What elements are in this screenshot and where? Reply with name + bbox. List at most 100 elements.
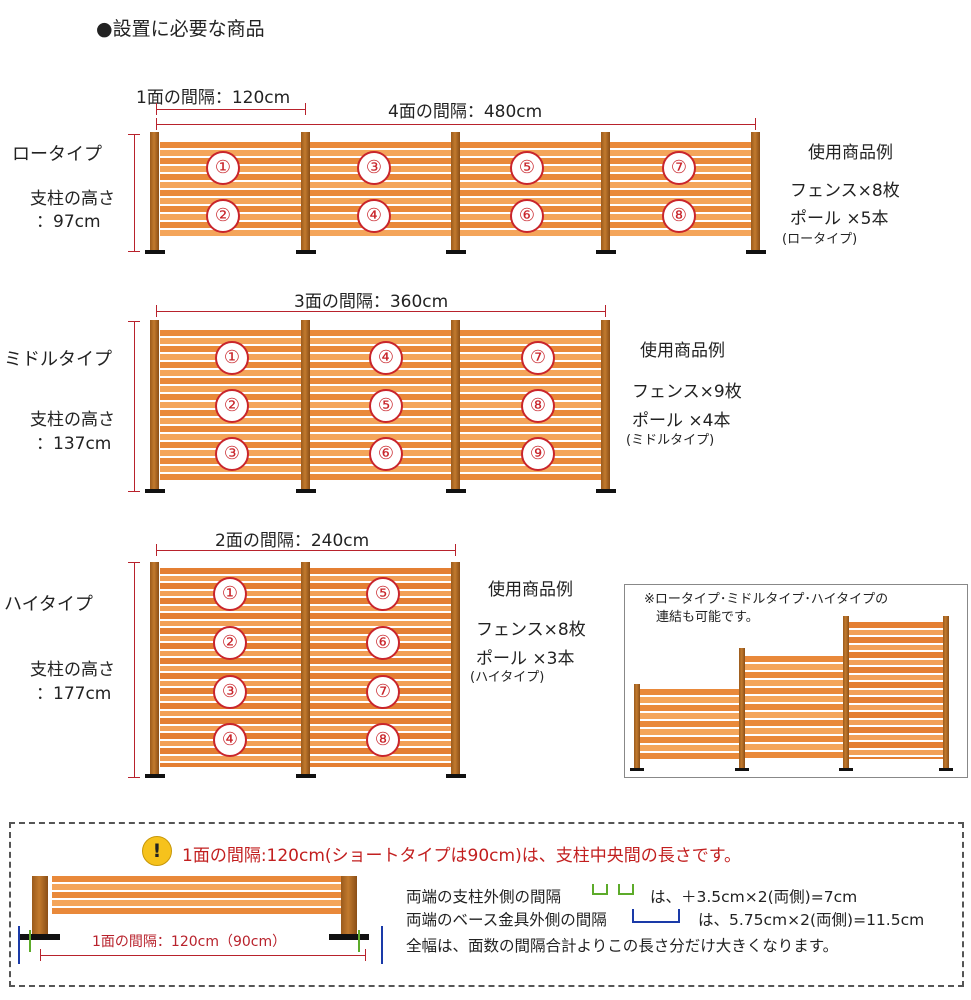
middle-post xyxy=(601,320,610,492)
panel-number: ④ xyxy=(357,199,391,233)
low-post-base xyxy=(596,250,616,254)
high-pole-count: ポール ×3本 xyxy=(476,649,575,669)
middle-span-total: 3面の間隔：360cm xyxy=(294,292,449,312)
panel-number: ⑧ xyxy=(366,723,400,757)
low-pole-count: ポール ×5本 xyxy=(790,209,889,229)
green-bracket-icon xyxy=(592,884,608,895)
notice-blue-marker-right xyxy=(381,926,383,964)
low-post xyxy=(451,132,460,252)
notice-green-marker-right xyxy=(358,930,360,952)
warning-icon: ! xyxy=(142,836,172,866)
combo-post-base xyxy=(630,768,644,771)
panel-number: ③ xyxy=(213,675,247,709)
panel-number: ④ xyxy=(213,723,247,757)
middle-post-base xyxy=(596,489,616,493)
page-title: ●設置に必要な商品 xyxy=(96,18,265,40)
low-height-dimension xyxy=(128,134,140,252)
middle-fence-count: フェンス×9枚 xyxy=(632,382,742,402)
panel-number: ③ xyxy=(215,437,249,471)
low-post xyxy=(301,132,310,252)
combo-middle-panel xyxy=(744,656,844,759)
panel-number: ⑨ xyxy=(521,437,555,471)
high-post xyxy=(150,562,159,776)
panel-number: ⑥ xyxy=(366,626,400,660)
panel-number: ⑧ xyxy=(521,389,555,423)
middle-example-title: 使用商品例 xyxy=(640,341,725,361)
panel-number: ④ xyxy=(369,341,403,375)
middle-type-label: ミドルタイプ xyxy=(4,349,112,370)
combo-post-base xyxy=(735,768,749,771)
notice-line1-value: は、＋3.5cm×2(両側)=7cm xyxy=(650,888,858,906)
combo-post-base xyxy=(939,768,953,771)
notice-base-right xyxy=(329,934,369,940)
low-span-single-dimension xyxy=(156,103,306,115)
panel-number: ⑦ xyxy=(521,341,555,375)
panel-number: ⑥ xyxy=(510,199,544,233)
notice-line3: 全幅は、面数の間隔合計よりこの長さ分だけ大きくなります。 xyxy=(406,937,839,955)
notice-post-left xyxy=(32,876,48,940)
combo-post-base xyxy=(839,768,853,771)
notice-green-marker-left xyxy=(29,930,31,952)
low-post xyxy=(601,132,610,252)
high-height-dimension xyxy=(128,562,140,778)
high-span-total-dimension xyxy=(156,544,456,556)
high-example-title: 使用商品例 xyxy=(488,580,573,600)
high-post xyxy=(301,562,310,776)
combo-post xyxy=(943,616,949,770)
notice-post-right xyxy=(341,876,357,940)
high-type-label: ハイタイプ xyxy=(4,594,93,615)
notice-line1-label: 両端の支柱外側の間隔 xyxy=(406,888,562,906)
high-post xyxy=(451,562,460,776)
high-height-value: ：177cm xyxy=(36,684,112,704)
low-fence-count: フェンス×8枚 xyxy=(790,181,900,201)
low-type-label: ロータイプ xyxy=(12,144,102,165)
panel-number: ① xyxy=(215,341,249,375)
panel-number: ② xyxy=(213,626,247,660)
notice-span-dimension xyxy=(40,949,366,961)
panel-number: ⑤ xyxy=(366,577,400,611)
panel-number: ③ xyxy=(357,151,391,185)
middle-height-dimension xyxy=(128,321,140,492)
panel-number: ⑧ xyxy=(662,199,696,233)
panel-number: ⑦ xyxy=(366,675,400,709)
notice-blue-marker-left xyxy=(18,926,20,964)
high-height-label: 支柱の高さ xyxy=(30,660,115,680)
high-post-base xyxy=(446,774,466,778)
combo-post xyxy=(739,648,745,770)
low-post xyxy=(751,132,760,252)
low-pole-type: (ロータイプ) xyxy=(782,232,858,247)
high-post-base xyxy=(296,774,316,778)
notice-line2-value: は、5.75cm×2(両側)=11.5cm xyxy=(698,911,925,929)
high-pole-type: (ハイタイプ) xyxy=(470,670,545,685)
low-post-base xyxy=(296,250,316,254)
low-span-total-dimension xyxy=(156,118,756,130)
panel-number: ⑤ xyxy=(369,389,403,423)
middle-height-value: ：137cm xyxy=(36,434,112,454)
middle-post xyxy=(301,320,310,492)
notice-box xyxy=(9,822,964,987)
panel-number: ① xyxy=(213,577,247,611)
combo-high-panel xyxy=(848,622,944,759)
blue-bracket-icon xyxy=(632,909,680,923)
low-post-base xyxy=(746,250,766,254)
notice-warning: 1面の間隔:120cm(ショートタイプは90cm)は、支柱中央間の長さです。 xyxy=(182,846,741,866)
middle-post-base xyxy=(446,489,466,493)
low-span-total: 4面の間隔：480cm xyxy=(388,102,543,122)
low-post xyxy=(150,132,159,252)
notice-span-label: 1面の間隔：120cm（90cm） xyxy=(92,934,287,950)
green-bracket-icon xyxy=(618,884,634,895)
panel-number: ② xyxy=(206,199,240,233)
middle-pole-count: ポール ×4本 xyxy=(632,411,731,431)
low-height-value: ：97cm xyxy=(36,212,101,232)
middle-pole-type: (ミドルタイプ) xyxy=(626,433,715,448)
middle-span-total-dimension xyxy=(156,305,606,317)
middle-post xyxy=(451,320,460,492)
middle-post-base xyxy=(296,489,316,493)
combo-post xyxy=(634,684,640,770)
low-span-single: 1面の間隔：120cm xyxy=(136,88,291,108)
high-span-total: 2面の間隔：240cm xyxy=(215,531,370,551)
middle-post-base xyxy=(145,489,165,493)
low-post-base xyxy=(446,250,466,254)
middle-height-label: 支柱の高さ xyxy=(30,410,115,430)
panel-number: ① xyxy=(206,151,240,185)
